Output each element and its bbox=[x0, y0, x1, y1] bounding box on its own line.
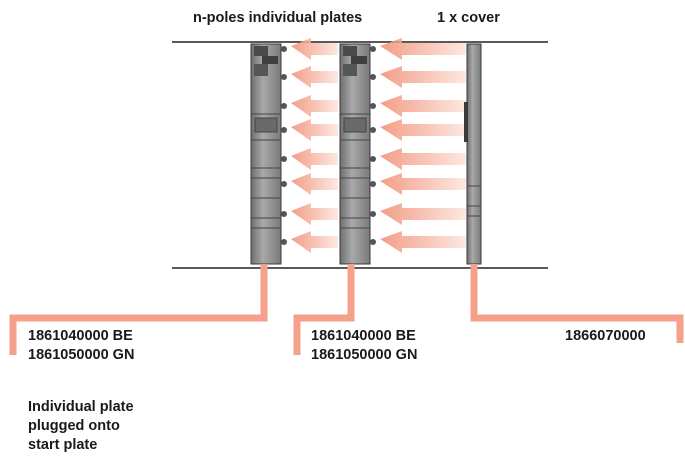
part-number-plate-1: 1861040000 BE 1861050000 GN bbox=[28, 327, 134, 365]
header-individual-plates: n-poles individual plates bbox=[193, 10, 363, 26]
insertion-arrows bbox=[291, 38, 466, 253]
part-number-gn: 1861050000 GN bbox=[28, 347, 135, 363]
cover-plate bbox=[464, 43, 482, 265]
arrow-group-left bbox=[291, 38, 338, 253]
part-number-plate-2: 1861040000 BE 1861050000 GN bbox=[311, 327, 417, 365]
part-number-cover: 1866070000 bbox=[565, 328, 646, 344]
note-text: Individual plate plugged onto start plat… bbox=[28, 398, 134, 455]
individual-plate-2 bbox=[339, 43, 376, 265]
leader-plate-2 bbox=[293, 264, 355, 355]
note-line-3: start plate bbox=[28, 437, 98, 453]
leader-lines bbox=[9, 264, 684, 355]
part-number-gn: 1861050000 GN bbox=[311, 347, 418, 363]
header-cover: 1 x cover bbox=[437, 10, 500, 26]
note-line-2: plugged onto bbox=[28, 418, 120, 434]
individual-plate-1 bbox=[250, 43, 287, 265]
leader-cover bbox=[470, 264, 684, 343]
leader-plate-1 bbox=[9, 264, 268, 355]
part-number-be: 1861040000 BE bbox=[28, 328, 133, 344]
arrow-group-right bbox=[380, 38, 466, 253]
note-line-1: Individual plate bbox=[28, 399, 134, 415]
part-number-be: 1861040000 BE bbox=[311, 328, 416, 344]
